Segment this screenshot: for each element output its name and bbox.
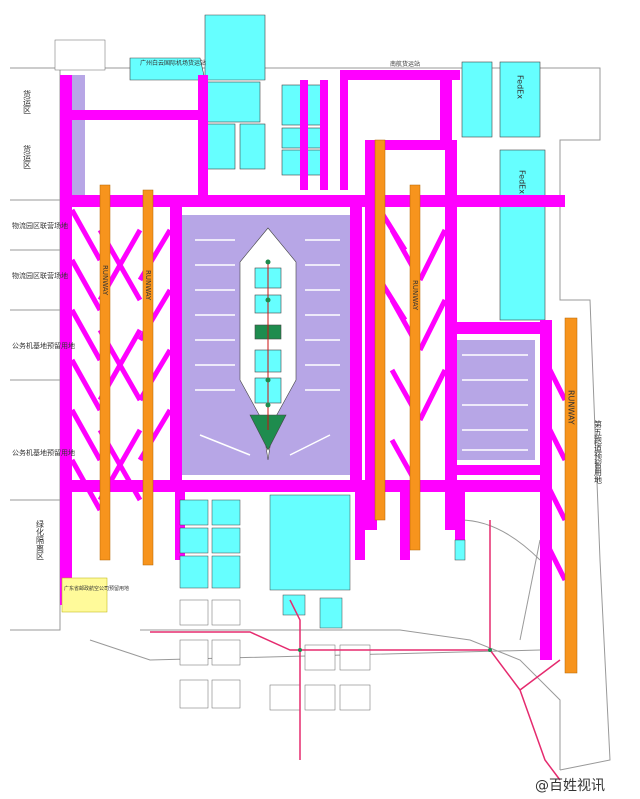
zone-label: 货运区	[23, 89, 32, 114]
postal-airline-label: 广东省邮政航空公司预留用地	[64, 585, 129, 592]
zone-label: 货运区	[23, 144, 32, 169]
north-right-label: 南航货运站	[390, 60, 420, 68]
zone-label: 公务机基地预留用地	[12, 341, 75, 350]
watermark: @百姓视讯	[535, 778, 605, 794]
runway-label: RUNWAY	[411, 280, 419, 311]
runway-label: RUNWAY	[101, 265, 109, 296]
runways	[99, 139, 578, 674]
zone-label: 物流园区联营场地	[12, 271, 68, 280]
fifth-runway-reserve-label: 第五跑道预留用地	[594, 419, 603, 484]
north-cargo-buildings	[129, 14, 546, 321]
aircraft-stands	[195, 239, 528, 456]
north-cargo-label: 广州白云国际机场货运站	[140, 59, 206, 67]
taxiway-network	[60, 70, 565, 660]
site-boundary	[10, 67, 611, 771]
runway-label: RUNWAY	[144, 270, 152, 301]
zone-label: 绿化隔离区	[36, 520, 45, 560]
south-buildings	[179, 494, 466, 629]
fedex-label: FedEx	[516, 75, 525, 99]
roads	[150, 520, 561, 781]
fedex-label: FedEx	[518, 170, 527, 194]
axis-nodes	[265, 259, 492, 652]
zone-label: 物流园区联营场地	[12, 221, 68, 230]
postal-airline-reserve	[61, 577, 108, 613]
south-lots	[54, 39, 371, 711]
runway-labels: RUNWAY RUNWAY RUNWAY RUNWAY	[101, 265, 576, 425]
zone-label: 公务机基地预留用地	[12, 448, 75, 457]
terminal	[239, 227, 297, 461]
left-zone-labels: 货运区 货运区 物流园区联营场地 物流园区联营场地 公务机基地预留用地 公务机基…	[12, 89, 75, 560]
runway-label: RUNWAY	[567, 390, 576, 425]
